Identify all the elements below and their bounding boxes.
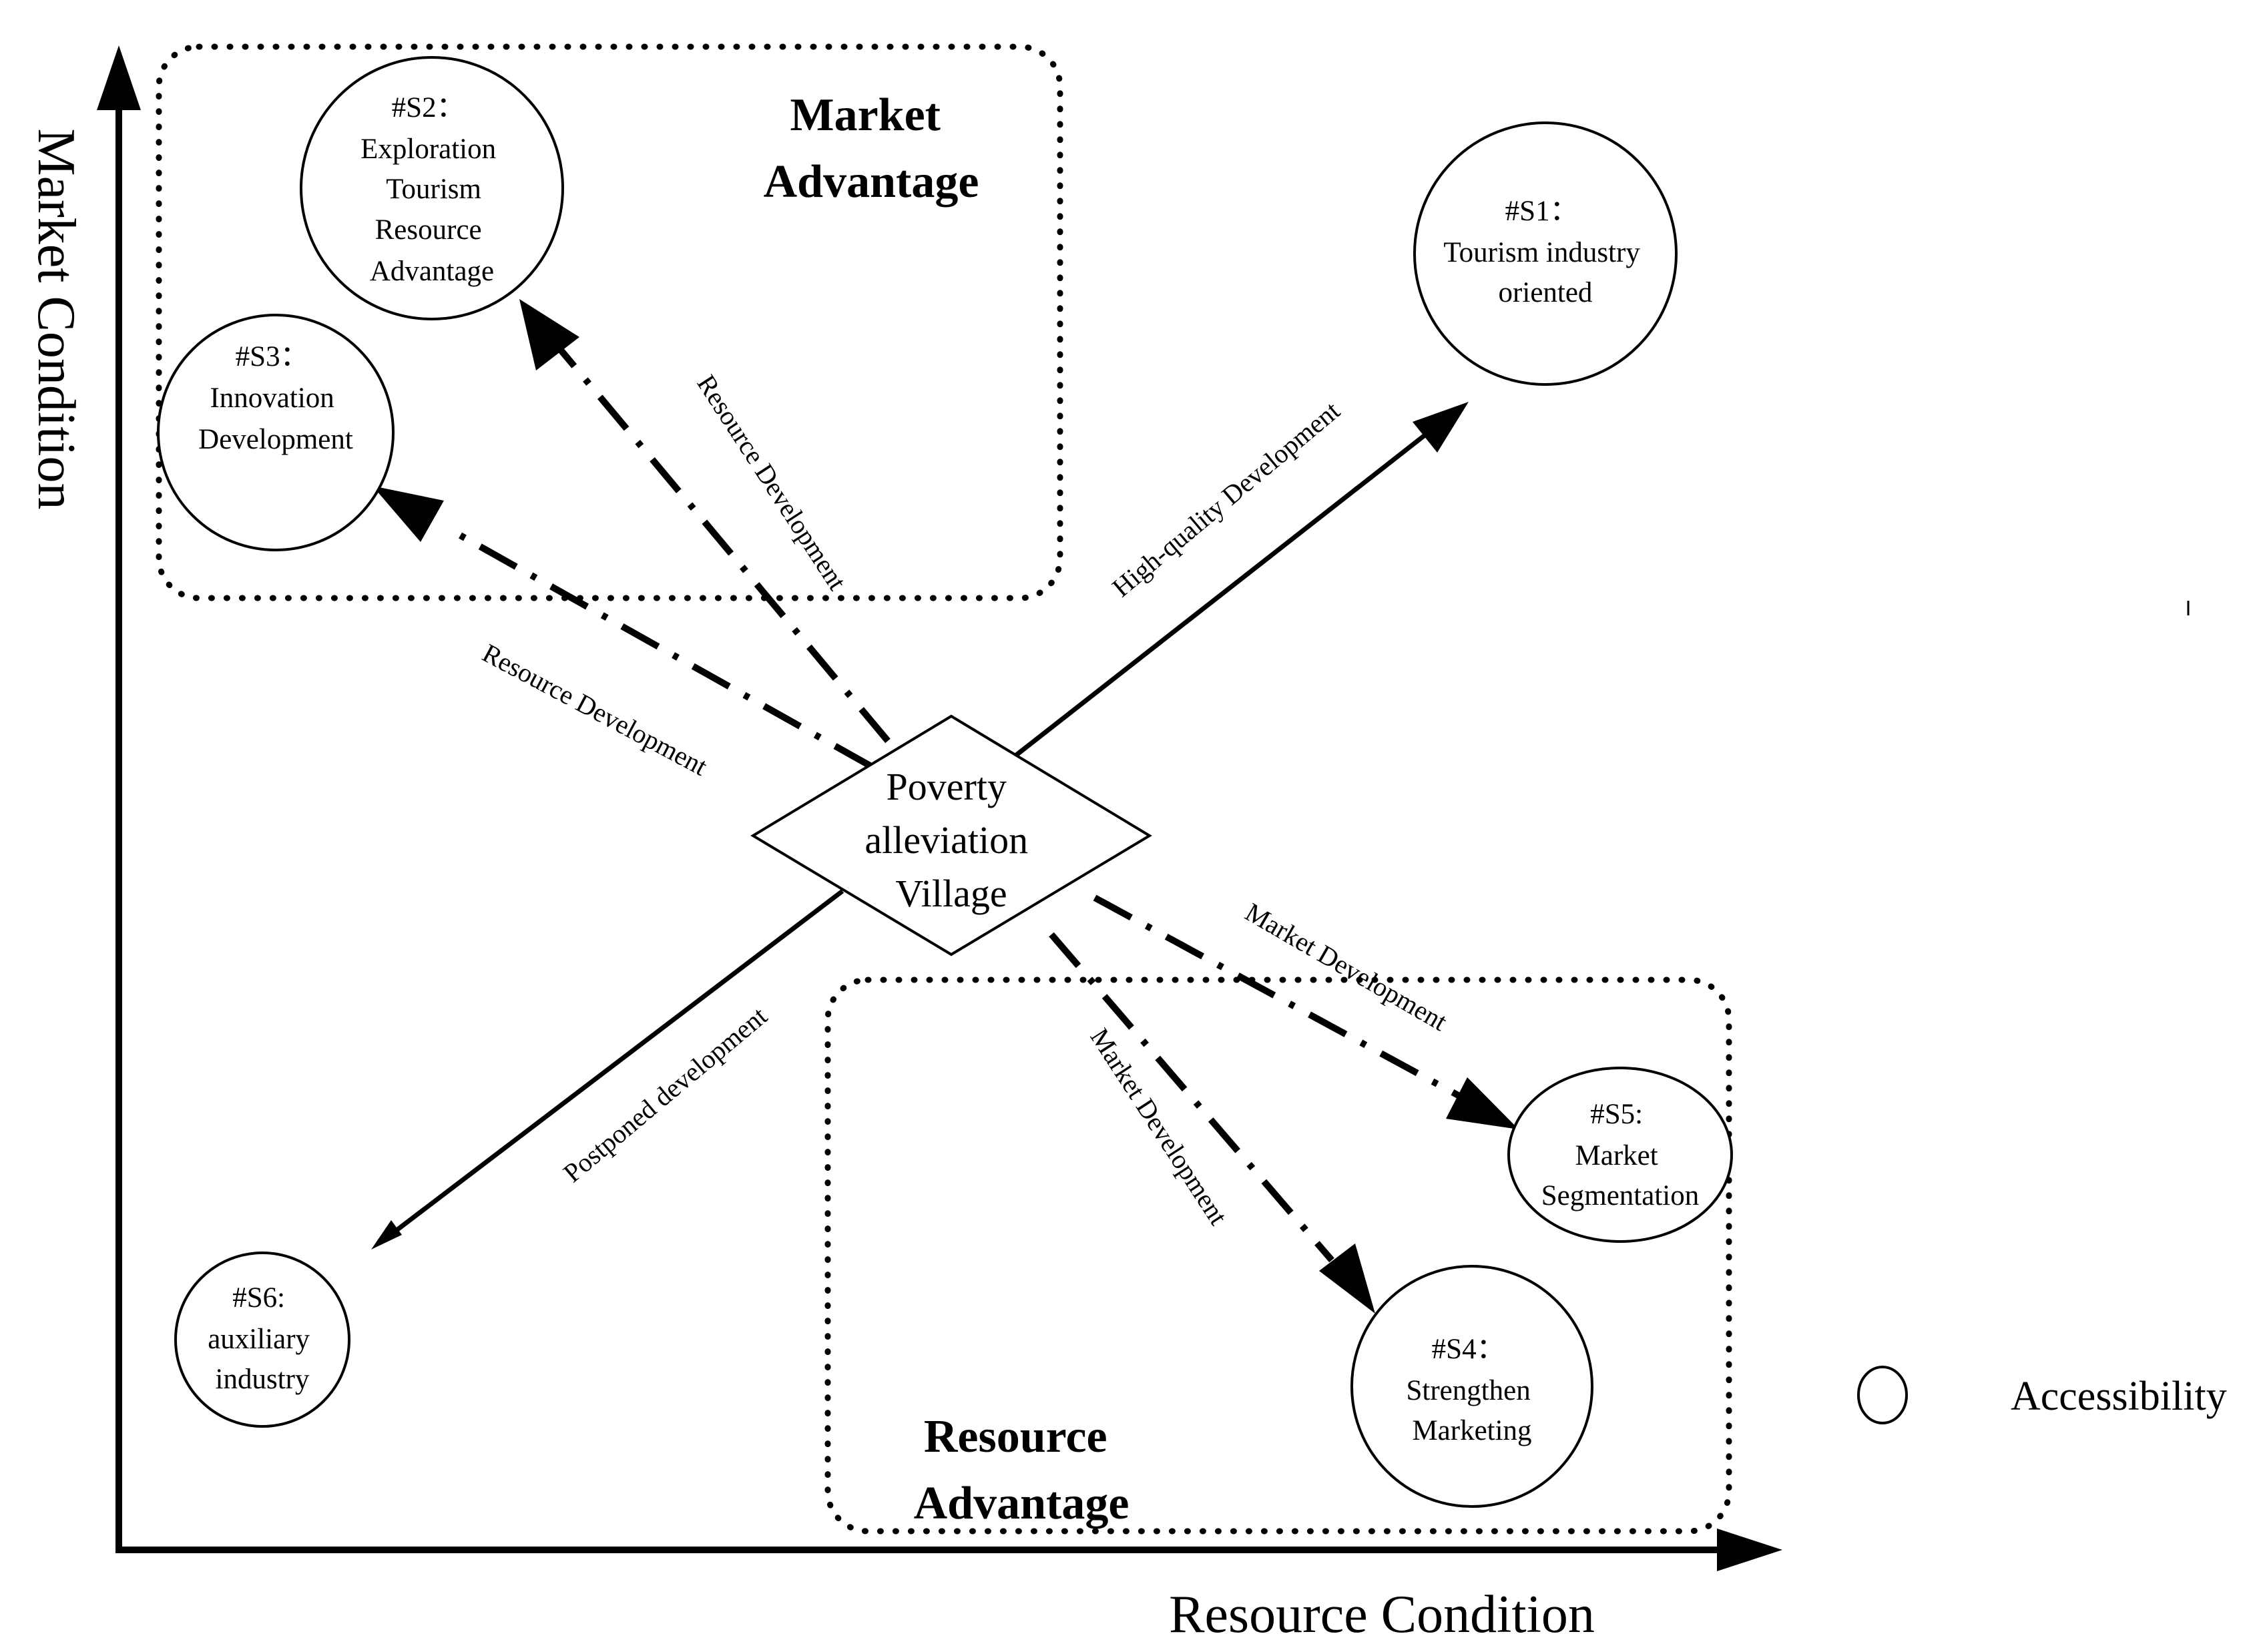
edge-line-s4 [1049, 932, 1334, 1263]
x-axis-label: Resource Condition [1169, 1585, 1595, 1644]
edge-arrow-s4 [1319, 1244, 1375, 1314]
edge-label-s3: Resource Development [478, 637, 713, 781]
edge-line-s6 [389, 889, 844, 1237]
edge-line-s5 [1093, 894, 1463, 1100]
edge-arrow-s5 [1446, 1077, 1519, 1129]
node-s4 [1350, 1265, 1593, 1508]
node-s2 [300, 56, 564, 320]
node-s5 [1507, 1067, 1733, 1243]
y-axis-arrow [97, 45, 141, 110]
market-advantage-region [156, 43, 1063, 601]
y-axis-label: Market Condition [27, 128, 85, 509]
edge-label-s2: Resource Development [692, 369, 853, 595]
center-diamond [750, 714, 1152, 956]
edge-arrow-s2 [519, 299, 579, 370]
legend-label: Accessibility [2011, 1374, 2227, 1419]
node-s1 [1413, 121, 1678, 386]
edge-line-s1 [1013, 405, 1463, 758]
node-s1-label: #S1： Tourism industry oriented [1443, 196, 1647, 308]
node-s6 [174, 1252, 350, 1428]
center-label: Poverty alleviation Village [864, 765, 1037, 915]
edge-arrow-s1 [1413, 402, 1469, 453]
node-s6-label: #S6: auxiliary industry [208, 1282, 317, 1395]
node-s3 [157, 314, 395, 551]
x-axis-arrow [1717, 1529, 1782, 1571]
edge-arrow-s3 [372, 486, 444, 542]
edge-label-s5: Market Development [1240, 897, 1453, 1037]
market-advantage-title: Market Advantage [764, 89, 979, 208]
node-s5-label: #S5: Market Segmentation [1541, 1099, 1699, 1211]
resource-advantage-title: Resource Advantage [914, 1411, 1130, 1529]
node-s2-label: #S2： Exploration Tourism Resource Advant… [360, 92, 503, 287]
edge-line-s2 [557, 346, 891, 744]
edge-label-s4: Market Development [1085, 1023, 1234, 1229]
resource-advantage-region [824, 977, 1732, 1535]
node-s3-label: #S3： Innovation Development [198, 341, 353, 455]
edge-label-s1: High-quality Development [1106, 395, 1345, 603]
legend-circle [1857, 1366, 1908, 1424]
edge-arrow-s6 [371, 1220, 402, 1250]
node-s4-label: #S4： Strengthen Marketing [1406, 1334, 1537, 1446]
